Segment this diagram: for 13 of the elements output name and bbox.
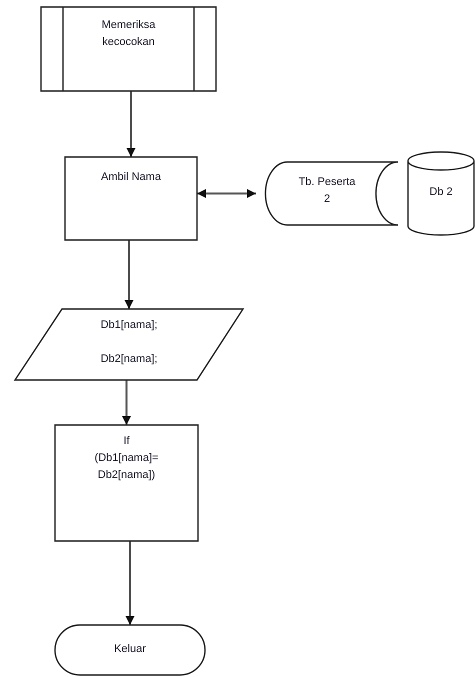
- node-text: If (Db1[nama]= Db2[nama]): [94, 434, 160, 484]
- node-text: Tb. Peserta 2: [298, 175, 356, 208]
- node-text: Ambil Nama: [101, 170, 161, 185]
- arrow: [126, 91, 136, 157]
- node-text: Db1[nama];: [100, 318, 158, 333]
- node-text: Db2[nama];: [100, 352, 158, 367]
- arrow: [122, 380, 131, 425]
- node-text: Db 2: [429, 185, 453, 200]
- node-text: Keluar: [114, 642, 146, 657]
- arrow: [126, 541, 134, 625]
- node-text: Memeriksa kecocokan: [100, 18, 156, 50]
- arrow: [197, 189, 256, 198]
- arrow: [124, 240, 134, 309]
